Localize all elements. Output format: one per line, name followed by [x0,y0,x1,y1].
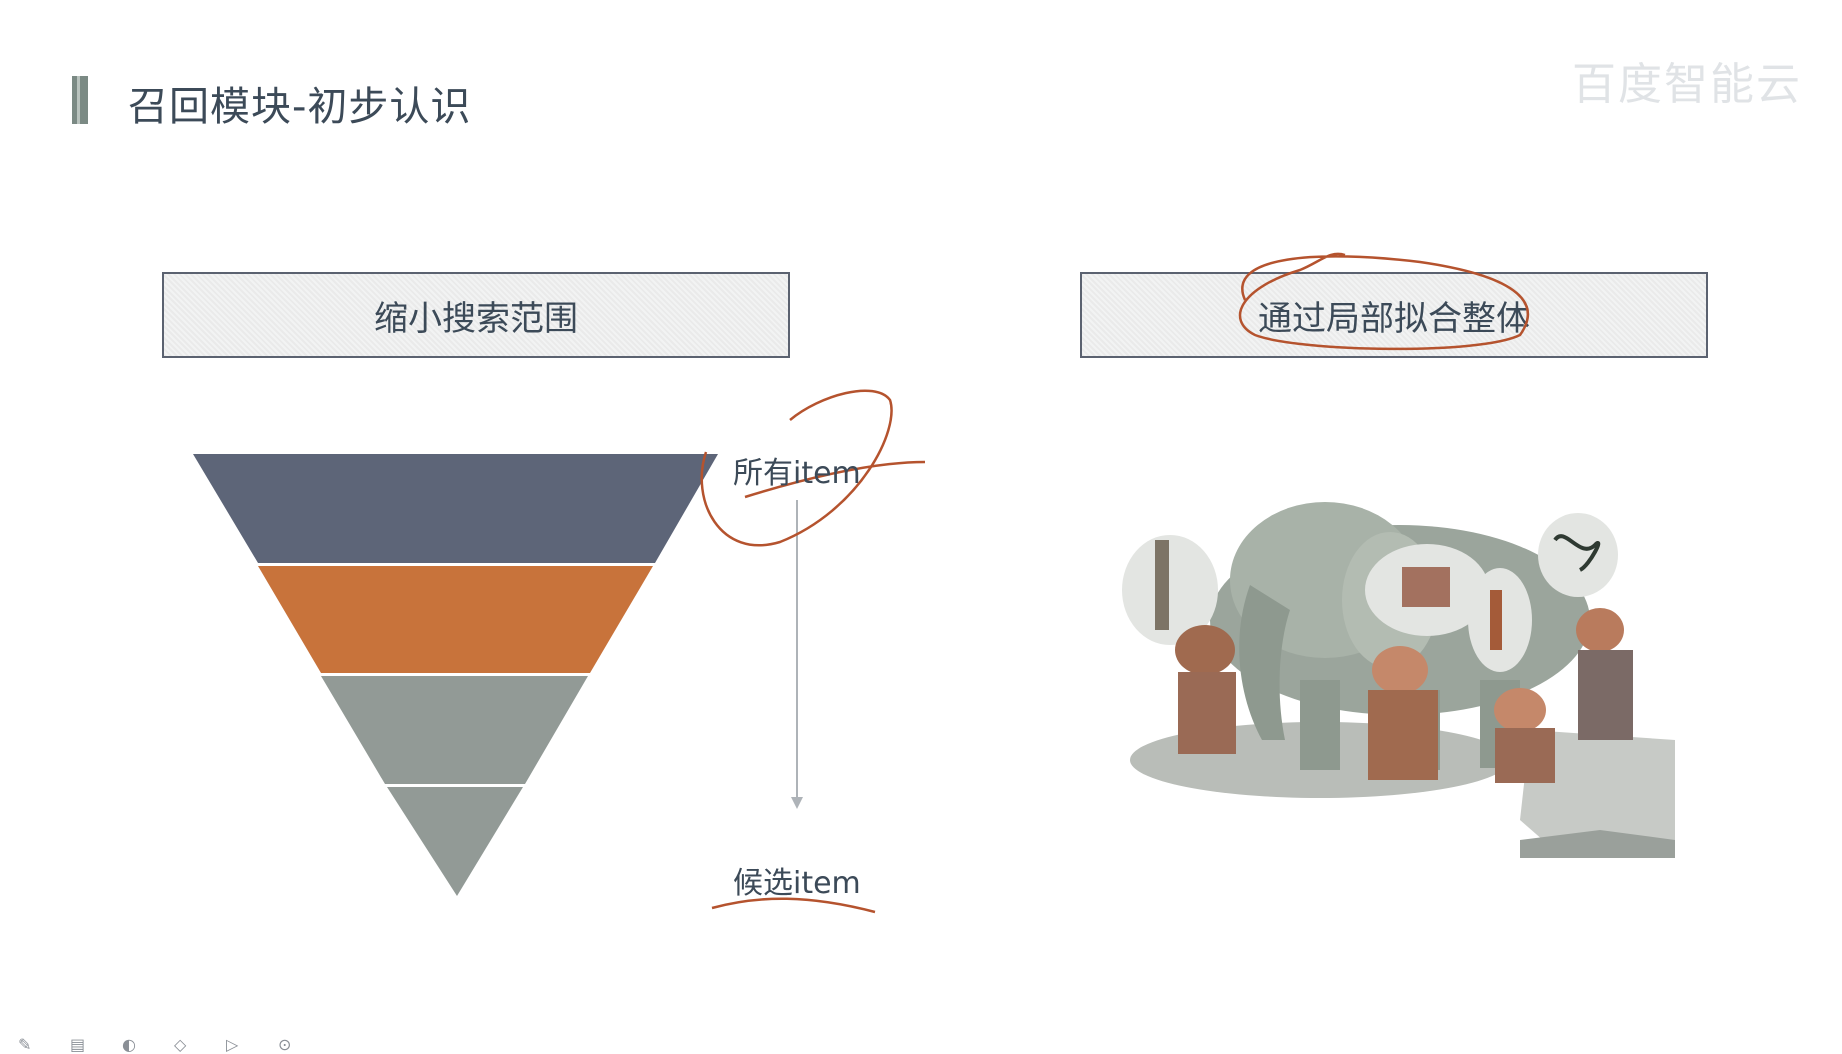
page-title: 召回模块-初步认识 [128,84,472,130]
narrow-search-box: 缩小搜索范围 [162,272,790,358]
presentation-toolbar: ✎ ▤ ◐ ◇ ▷ ⊙ [18,1032,300,1054]
annotation-underline-all-items [744,460,926,499]
eraser-icon[interactable]: ◇ [174,1035,187,1054]
funnel-layer-1 [193,454,718,563]
note-icon[interactable]: ▤ [70,1035,86,1054]
annotation-circle-all-items [700,389,893,547]
candidate-items-label: 候选item [733,866,861,901]
narrowing-arrow-head [791,797,803,809]
elephant-illustration [1122,502,1675,858]
annotation-circle-local-fit [1238,252,1530,351]
watermark-logo: 百度智能云 [1572,59,1802,110]
pen-icon[interactable]: ✎ [18,1035,32,1054]
zoom-icon[interactable]: ⊙ [278,1035,292,1054]
funnel-layer-2 [258,566,653,673]
palette-icon[interactable]: ◐ [122,1035,136,1054]
annotation-underline-candidates [711,897,876,914]
funnel-layer-3 [321,676,588,784]
local-fit-box: 通过局部拟合整体 [1080,272,1708,358]
all-items-label: 所有item [733,456,861,491]
local-fit-label: 通过局部拟合整体 [1258,298,1530,339]
funnel-layer-4 [387,787,523,896]
title-accent-bar [72,76,88,124]
pointer-icon[interactable]: ▷ [226,1035,239,1054]
narrow-search-label: 缩小搜索范围 [374,298,578,339]
